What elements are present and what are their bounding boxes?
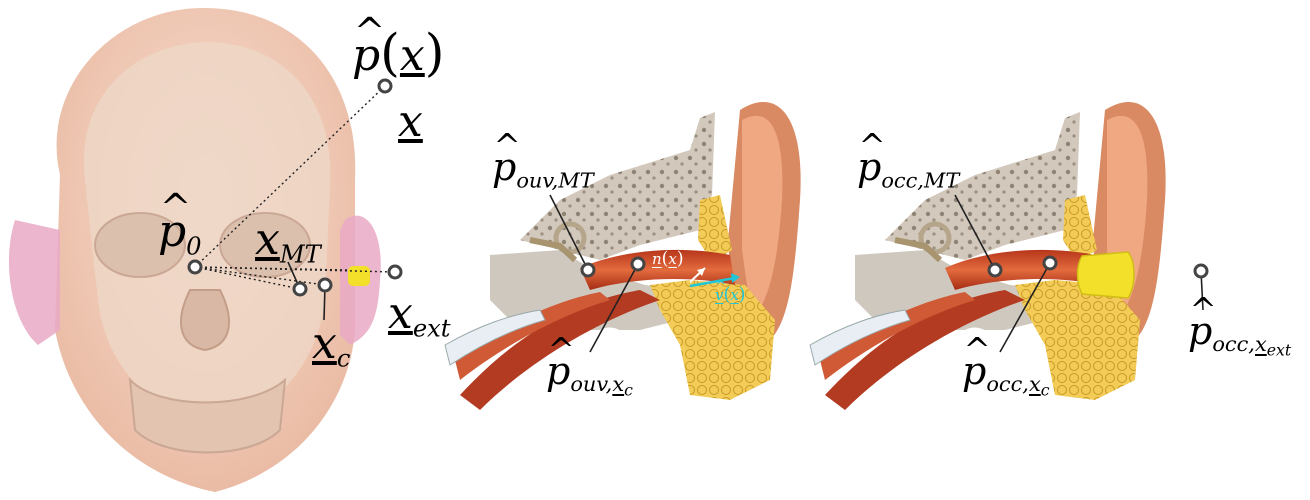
label-v-arg: x bbox=[730, 286, 738, 304]
label-p-occ-xc-sub: occ, bbox=[986, 372, 1029, 396]
label-x-symbol: x bbox=[398, 96, 423, 147]
label-p-occ-xc-x: x bbox=[1029, 372, 1041, 396]
label-v-symbol: v bbox=[715, 288, 723, 303]
label-xc-sub: c bbox=[337, 344, 351, 372]
label-xc: xc bbox=[312, 322, 350, 371]
point-p0 bbox=[189, 261, 201, 273]
label-p-ouv-xc-symbol: p bbox=[546, 352, 570, 390]
earplug bbox=[1078, 252, 1135, 298]
label-n-arg: x bbox=[668, 250, 676, 268]
point-occ-xext bbox=[1195, 265, 1207, 277]
point-ouv-xc bbox=[632, 258, 644, 270]
label-p-occ-xext-sub: occ, bbox=[1212, 332, 1255, 356]
label-p-occ-MT: pocc,MT bbox=[857, 148, 959, 191]
label-p-ouv-xc-subsub: c bbox=[624, 381, 633, 400]
point-xext bbox=[389, 266, 401, 278]
label-p-occ-MT-sub: occ,MT bbox=[881, 168, 959, 192]
label-xext-symbol: x bbox=[388, 288, 413, 339]
label-p-occ-xc-subsub: c bbox=[1041, 381, 1050, 400]
label-n: n(x) bbox=[652, 251, 684, 268]
label-p-ouv-MT-symbol: p bbox=[492, 148, 516, 186]
label-p0: p0 bbox=[158, 210, 202, 259]
label-p-of-x: p(x) bbox=[352, 28, 445, 79]
label-p0-sub: 0 bbox=[186, 232, 201, 260]
label-xMT: xMT bbox=[255, 218, 321, 267]
label-p-occ-xext-symbol: p bbox=[1188, 312, 1212, 350]
label-n-symbol: n bbox=[652, 250, 662, 268]
label-p-ouv-xc-sub: ouv, bbox=[570, 372, 612, 396]
nasal-cavity bbox=[181, 290, 229, 350]
label-p-occ-xext: pocc,xext bbox=[1188, 312, 1291, 359]
label-p-occ-MT-symbol: p bbox=[857, 148, 881, 186]
label-p-ouv-xc: pouv,xc bbox=[546, 352, 633, 399]
label-p-occ-xc: pocc,xc bbox=[962, 352, 1050, 399]
point-xMT bbox=[294, 283, 306, 295]
point-occ-MT bbox=[989, 264, 1001, 276]
label-p-of-x-symbol: p bbox=[352, 34, 380, 78]
head-earplug bbox=[348, 266, 370, 286]
point-xc bbox=[319, 279, 331, 291]
point-ouv-MT bbox=[582, 264, 594, 276]
label-xMT-symbol: x bbox=[255, 214, 280, 265]
label-p-ouv-MT-sub: ouv,MT bbox=[516, 168, 593, 192]
label-xMT-sub: MT bbox=[280, 240, 321, 268]
left-ear bbox=[9, 220, 60, 345]
label-p-occ-xc-symbol: p bbox=[962, 352, 986, 390]
label-p0-symbol: p bbox=[158, 210, 186, 254]
label-p-occ-xext-x: x bbox=[1255, 332, 1267, 356]
label-xc-symbol: x bbox=[312, 318, 337, 369]
label-xext: xext bbox=[388, 292, 451, 341]
label-v: v(x) bbox=[715, 287, 745, 304]
label-p-occ-xext-subsub: ext bbox=[1267, 341, 1291, 360]
label-x: x bbox=[398, 100, 423, 144]
label-p-ouv-MT: pouv,MT bbox=[492, 148, 594, 191]
label-p-of-x-arg: x bbox=[400, 30, 425, 81]
label-xext-sub: ext bbox=[413, 314, 451, 342]
point-occ-xc bbox=[1044, 257, 1056, 269]
label-p-ouv-xc-x: x bbox=[612, 372, 624, 396]
